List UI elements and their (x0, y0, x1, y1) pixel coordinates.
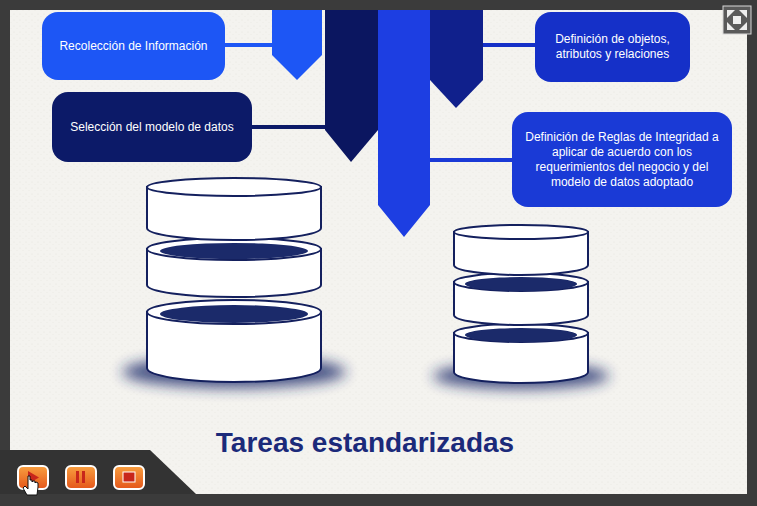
database-stack (122, 178, 346, 388)
leader-line (429, 158, 514, 162)
banner-arrow (378, 10, 430, 237)
callout-box: Definición de Reglas de Integridad a apl… (512, 112, 732, 207)
leader-line (224, 43, 273, 47)
callout-text: Definición de Reglas de Integridad a apl… (522, 130, 722, 190)
leader-line (250, 125, 326, 129)
callout-box: Recolección de Información (42, 12, 225, 80)
callout-box: Selección del modelo de datos (52, 92, 252, 162)
callout-text: Selección del modelo de datos (70, 120, 233, 135)
callout-text: Recolección de Información (59, 39, 207, 54)
fullscreen-icon (723, 6, 751, 34)
leader-line (482, 43, 537, 47)
banner-arrow (325, 10, 378, 162)
database-stack (433, 225, 609, 389)
banner-arrow (272, 10, 322, 80)
control-panel (0, 450, 196, 494)
pause-button (66, 466, 96, 489)
background (10, 10, 747, 494)
callout-text: Definición de objetos, atributos y relac… (545, 32, 680, 62)
hand-cursor (23, 476, 38, 495)
banner-arrow (430, 10, 483, 108)
diagram-title: Tareas estandarizadas (216, 427, 514, 459)
stop-button (114, 466, 144, 489)
callout-box: Definición de objetos, atributos y relac… (535, 12, 690, 82)
